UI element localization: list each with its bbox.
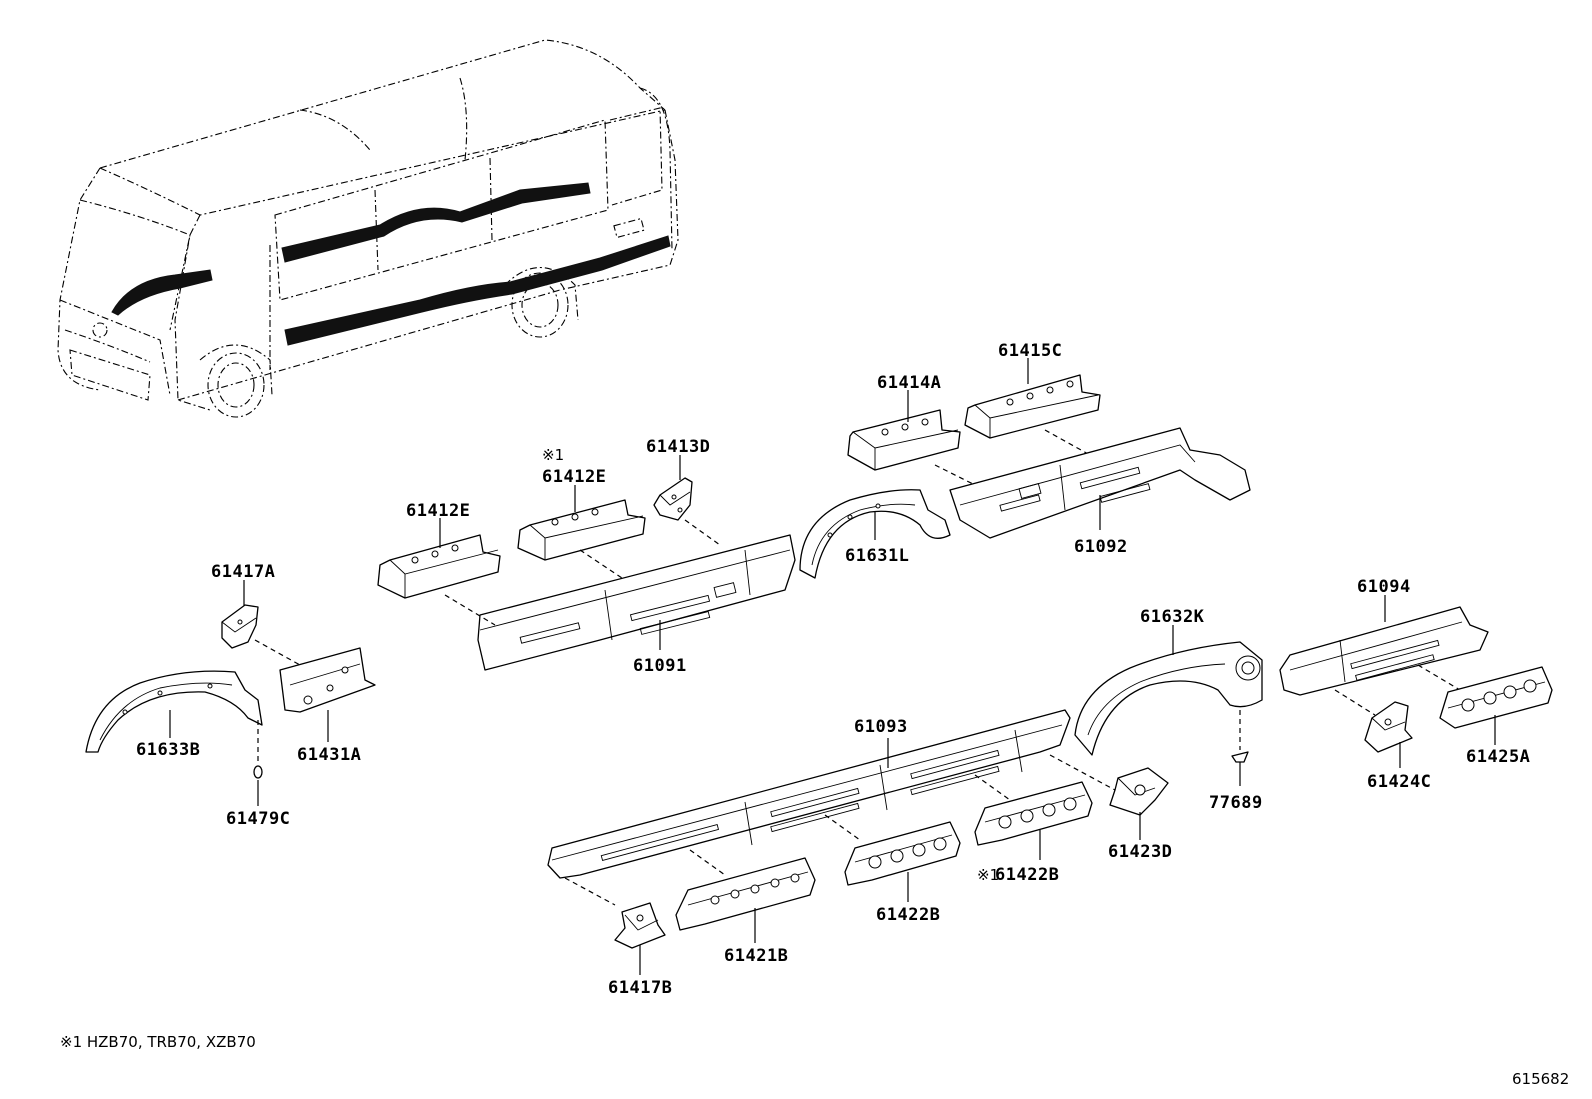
- label-61412E-top-mark: ※1: [542, 446, 564, 464]
- part-61425A-drawing: [1440, 667, 1552, 728]
- part-61415C-drawing: [965, 375, 1100, 438]
- label-61632K: 61632K: [1140, 607, 1205, 627]
- part-61417B-drawing: [615, 903, 665, 948]
- part-labels: 61415C 61414A 61413D ※1 61412E 61412E 61…: [136, 341, 1530, 998]
- label-61092: 61092: [1074, 537, 1128, 557]
- label-61631L: 61631L: [845, 546, 909, 566]
- label-61421B: 61421B: [724, 946, 788, 966]
- label-61094: 61094: [1357, 577, 1411, 597]
- part-61091-drawing: [478, 535, 795, 670]
- part-61413D-drawing: [654, 478, 692, 520]
- part-61633B-drawing: [86, 671, 262, 752]
- part-77689-drawing: [1232, 710, 1248, 762]
- label-61412E: 61412E: [406, 501, 470, 521]
- label-61424C: 61424C: [1367, 772, 1431, 792]
- part-61422B-drawing: [845, 822, 960, 885]
- label-61417B: 61417B: [608, 978, 672, 998]
- label-61423D: 61423D: [1108, 842, 1172, 862]
- label-61093: 61093: [854, 717, 908, 737]
- label-61412E-top: 61412E: [542, 467, 606, 487]
- label-61633B: 61633B: [136, 740, 200, 760]
- part-61632K-drawing: [1075, 642, 1262, 755]
- figure-number: 615682: [1512, 1070, 1569, 1088]
- label-61422B-b: 61422B: [876, 905, 940, 925]
- part-61093-drawing: [548, 710, 1070, 878]
- part-61414A-drawing: [848, 410, 960, 470]
- part-61412E-top-drawing: [518, 500, 645, 560]
- label-61479C: 61479C: [226, 809, 290, 829]
- label-77689: 77689: [1209, 793, 1263, 813]
- part-61417A-drawing: [222, 605, 258, 648]
- label-61422B-a: 61422B: [995, 865, 1059, 885]
- label-61422B-mark: ※1: [977, 866, 999, 884]
- part-61412E-drawing: [378, 535, 500, 598]
- van-illustration: [57, 39, 679, 418]
- label-61413D: 61413D: [646, 437, 710, 457]
- label-61415C: 61415C: [998, 341, 1062, 361]
- part-61092-drawing: [950, 428, 1250, 538]
- footnote: ※1 HZB70, TRB70, XZB70: [60, 1033, 256, 1051]
- part-61631L-drawing: [800, 490, 950, 578]
- part-61424C-drawing: [1365, 702, 1412, 752]
- label-61414A: 61414A: [877, 373, 941, 393]
- part-61094-drawing: [1280, 607, 1488, 695]
- part-61423D-drawing: [1110, 768, 1168, 815]
- label-61431A: 61431A: [297, 745, 361, 765]
- part-61422B-mark-drawing: [975, 782, 1092, 845]
- part-61479C-drawing: [254, 720, 262, 778]
- label-61417A: 61417A: [211, 562, 275, 582]
- part-61421B-drawing: [676, 858, 815, 930]
- label-61091: 61091: [633, 656, 687, 676]
- label-61425A: 61425A: [1466, 747, 1530, 767]
- part-61431A-drawing: [280, 648, 375, 712]
